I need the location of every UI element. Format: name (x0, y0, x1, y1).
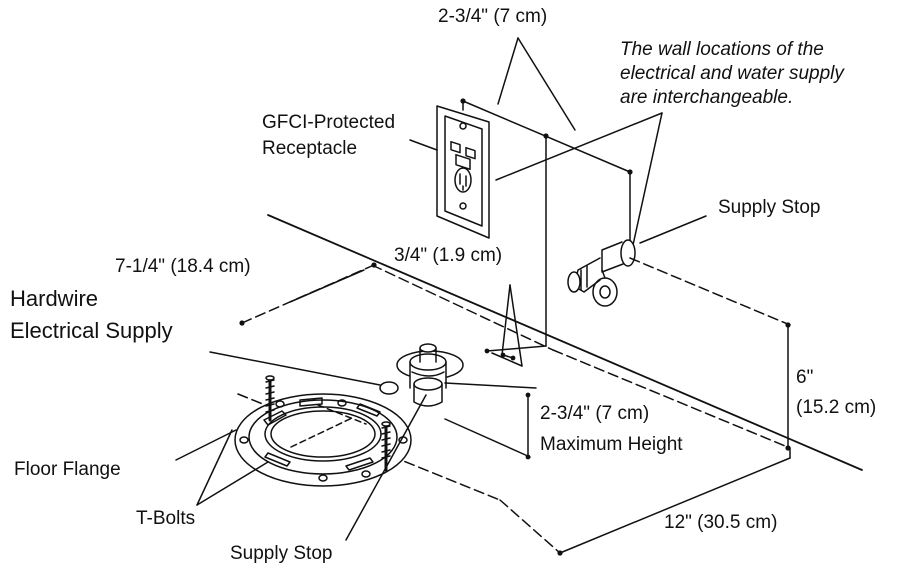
dimension-height-line1: 6" (796, 367, 814, 388)
stop-offset-dimension (484, 284, 547, 367)
dimension-receptacle-offset: 2-3/4" (7 cm) (438, 6, 548, 27)
floor-flange-drawing (234, 393, 412, 487)
lower-leaders (175, 394, 427, 541)
dimension-wall-spacing: 12" (30.5 cm) (664, 512, 778, 533)
max-height-dimension (444, 382, 537, 460)
supply-stop-floor-label: Supply Stop (230, 543, 333, 564)
flange-wall-dimension (239, 262, 791, 449)
dimension-height-line2: (15.2 cm) (796, 397, 877, 418)
gfci-receptacle-label-line2: Receptacle (262, 138, 358, 159)
dimension-max-height-line1: 2-3/4" (7 cm) (540, 403, 650, 424)
wall-supply-stop-drawing (567, 215, 707, 307)
note-line: The wall locations of the (620, 39, 824, 60)
t-bolts-drawing (265, 375, 391, 472)
dimension-stop-offset: 3/4" (1.9 cm) (394, 245, 503, 266)
interchangeable-note: The wall locations of the electrical and… (620, 38, 844, 110)
gfci-receptacle-drawing (409, 105, 490, 239)
hardwire-box-drawing (209, 351, 399, 395)
floor-supply-stop-drawing (396, 343, 464, 407)
dimension-max-height-line2: Maximum Height (540, 434, 683, 455)
note-line: electrical and water supply (620, 63, 844, 84)
gfci-receptacle-label-line1: GFCI-Protected (262, 112, 396, 133)
t-bolts-label: T-Bolts (136, 508, 196, 529)
height-dimension (785, 322, 791, 451)
hardwire-label-line2: Electrical Supply (10, 318, 173, 343)
receptacle-offset-dimension (460, 37, 633, 347)
floor-flange-label: Floor Flange (14, 459, 121, 480)
note-leaders (495, 112, 663, 246)
dimension-flange-to-wall: 7-1/4" (18.4 cm) (115, 256, 251, 277)
note-line: are interchangeable. (620, 87, 794, 108)
supply-stop-wall-label: Supply Stop (718, 197, 821, 218)
hardwire-label-line1: Hardwire (10, 286, 99, 311)
wall-spacing-dimension (557, 457, 791, 556)
wall-floor-edge (267, 214, 863, 471)
